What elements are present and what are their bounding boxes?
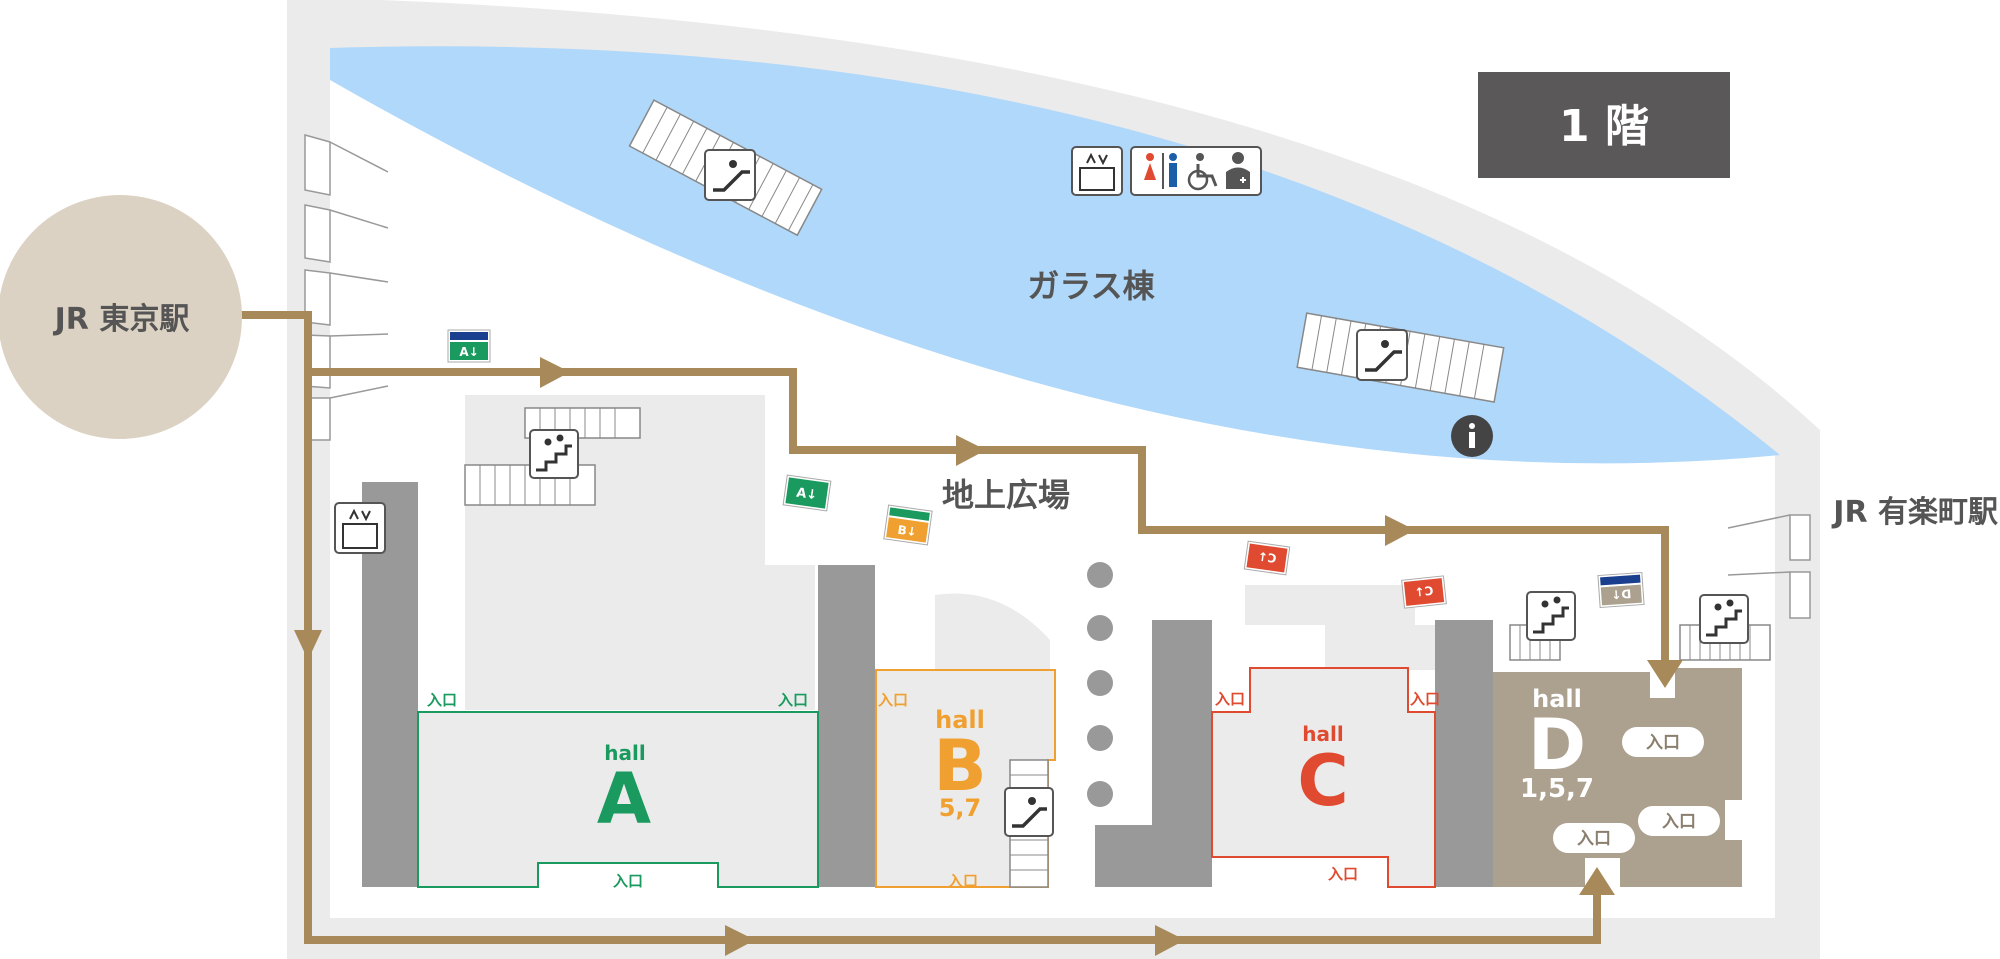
area-label-ground-plaza: 地上広場	[942, 476, 1070, 514]
wall-c-left	[1152, 620, 1212, 887]
wall-c-bottom-left	[1095, 825, 1155, 887]
entrance-pill	[1553, 823, 1635, 853]
wheelchair-icon	[1187, 153, 1218, 191]
block-c-top2	[1325, 625, 1435, 670]
sign-a-exit-text: A↓	[795, 486, 818, 504]
entrance-label-a-right: 入口	[778, 691, 808, 709]
area-label-glass-building: ガラス棟	[1027, 267, 1155, 305]
sign-c-exit-text: C↓	[1414, 583, 1434, 599]
hall-a[interactable]	[417, 711, 819, 888]
entrance-label-c-bottom: 入口	[1328, 865, 1358, 883]
block-center	[465, 565, 815, 710]
entrance-label-c-right: 入口	[1410, 690, 1440, 708]
facade-right	[1727, 514, 1811, 619]
column	[1087, 615, 1113, 641]
hall-a-prefix: hall	[604, 741, 645, 765]
block-c-top	[1245, 585, 1415, 625]
column	[1087, 670, 1113, 696]
escalator-icon	[1356, 329, 1408, 381]
station-circle-tokyo[interactable]	[0, 195, 242, 439]
wall-a-b	[818, 565, 875, 887]
entrance-label-c-left: 入口	[1215, 690, 1245, 708]
hall-b-floors: 5,7	[939, 794, 982, 822]
ostomate-icon	[1226, 152, 1250, 189]
entrance-label-a-left: 入口	[427, 691, 457, 709]
hall-c-letter: C	[1297, 740, 1348, 822]
entrance-label-b-bottom: 入口	[948, 872, 978, 890]
station-label-yurakucho[interactable]: JR 有楽町駅	[1831, 495, 1998, 530]
hall-d-prefix: hall	[1532, 685, 1582, 713]
walking-route	[240, 311, 1669, 944]
elevator-icon	[1071, 146, 1123, 196]
stairs-icon	[529, 429, 579, 479]
entrance-pill	[1622, 727, 1704, 757]
hall-b-prefix: hall	[935, 706, 985, 734]
hall-a-letter: A	[597, 758, 651, 840]
hall-c-prefix: hall	[1302, 722, 1343, 746]
entrance-label-d-1: 入口	[1646, 733, 1680, 753]
entrance-label-a-bottom: 入口	[613, 872, 643, 890]
sign-d-exit: D↑	[1597, 571, 1645, 609]
route-arrowheads	[294, 357, 1683, 956]
column	[1087, 562, 1113, 588]
hall-b-letter: B	[933, 725, 986, 807]
floor-badge	[1478, 72, 1730, 178]
escalator-icon	[704, 149, 756, 201]
floor-label: 1 階	[1559, 101, 1649, 152]
sign-c-exit: C↓	[1401, 575, 1447, 609]
sign-a-exit: A↓	[782, 474, 832, 512]
entrance-pill	[1638, 806, 1720, 836]
entrance-label-d-2: 入口	[1662, 812, 1696, 832]
entrance-label-b-top: 入口	[878, 691, 908, 709]
stairs-icon	[1526, 591, 1576, 641]
wall-c-right	[1435, 620, 1493, 887]
escalator-icon	[1004, 787, 1054, 837]
sign-d-exit-text: D↑	[1611, 586, 1632, 601]
sign-b-exit-text: B↓	[897, 523, 918, 540]
stairs-icon	[1699, 594, 1749, 644]
station-label-tokyo[interactable]: JR 東京駅	[53, 302, 190, 337]
block-mid	[640, 395, 765, 565]
sign-c-exit: C↓	[1243, 540, 1291, 576]
hall-c[interactable]	[1211, 667, 1436, 888]
sign-a-exit-text: A↓	[459, 345, 478, 359]
sign-b-exit: B↓	[883, 504, 933, 546]
entrance-label-d-3: 入口	[1577, 829, 1611, 849]
elevator-icon	[334, 502, 386, 554]
sign-c-exit-text: C↓	[1257, 549, 1278, 565]
column	[1087, 725, 1113, 751]
sign-a-exit: A↓	[447, 329, 491, 363]
hall-d-floors: 1,5,7	[1520, 774, 1594, 804]
hall-d-letter: D	[1528, 704, 1586, 786]
info-icon[interactable]	[1451, 415, 1493, 457]
column	[1087, 781, 1113, 807]
